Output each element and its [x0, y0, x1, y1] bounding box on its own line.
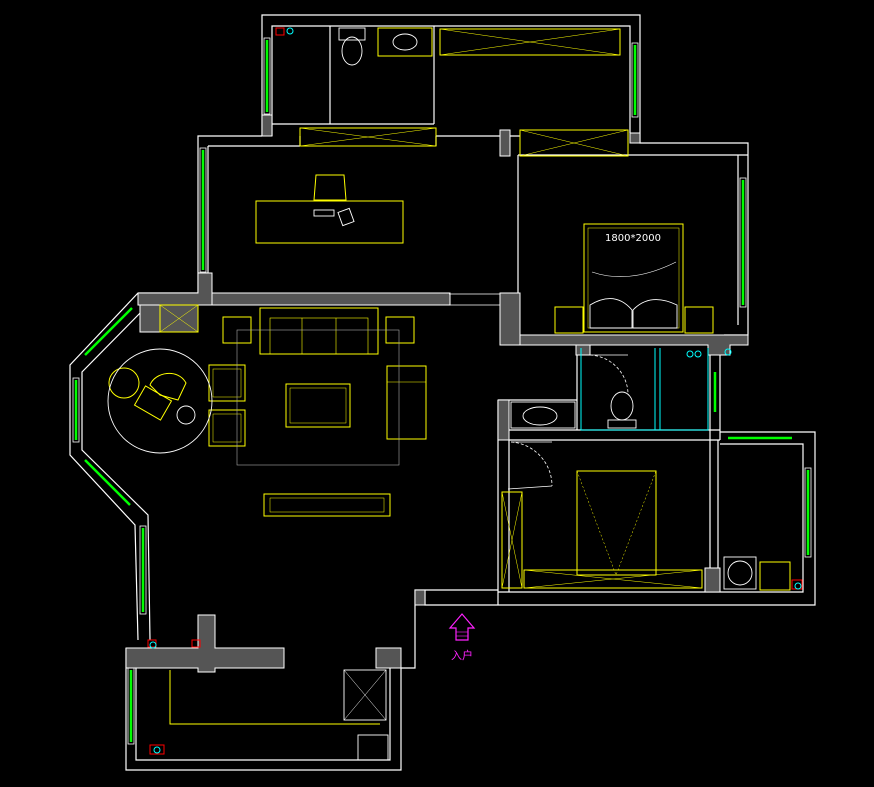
master-bed: [583, 223, 684, 333]
window-frames: [72, 37, 812, 745]
sofa: [259, 307, 379, 355]
nightstand-right: [684, 306, 714, 334]
armchair-1: [208, 364, 246, 402]
tv-console: [263, 493, 391, 517]
study-desk: [255, 200, 404, 244]
entry-arrow-icon: [448, 613, 476, 641]
windows: [74, 40, 810, 742]
fixtures: [107, 27, 757, 761]
entry-label: 入户: [451, 648, 473, 662]
round-side-table: [108, 367, 140, 399]
chaise-lounge: [386, 365, 427, 440]
doors: [449, 293, 629, 490]
top-wardrobe: [439, 28, 621, 56]
column-marker-icon: [147, 27, 803, 755]
bathroom-glass: [580, 348, 709, 431]
door-swing-icon: [589, 354, 629, 394]
bed-size-label: 1800*2000: [605, 233, 661, 244]
armchair-2: [208, 409, 246, 447]
bedroom-wardrobe: [519, 129, 629, 157]
nightstand-left: [554, 306, 584, 334]
furniture: [108, 27, 791, 725]
coffee-table: [285, 383, 351, 428]
second-bedroom-bed: [576, 470, 657, 576]
